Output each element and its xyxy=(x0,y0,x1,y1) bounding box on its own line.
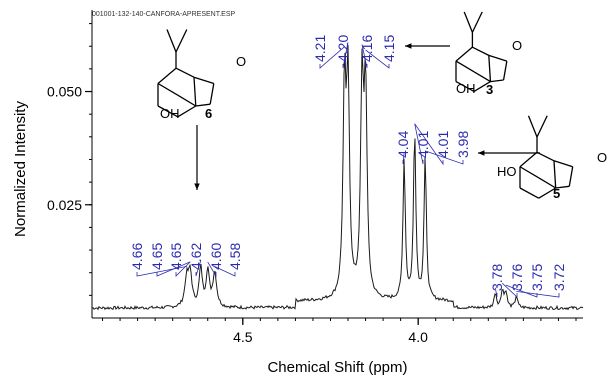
bond xyxy=(209,83,215,105)
bond xyxy=(519,187,540,199)
y-axis-label: Normalized Intensity xyxy=(12,101,29,237)
bond xyxy=(490,79,504,83)
bond xyxy=(568,166,574,187)
bond xyxy=(473,81,491,92)
bond xyxy=(455,46,473,62)
peak-leader-line xyxy=(195,260,202,277)
substituent-label: OH xyxy=(456,81,476,96)
bond xyxy=(553,160,557,189)
peak-leader-line xyxy=(516,291,560,298)
bond xyxy=(455,60,475,73)
peak-leader-line xyxy=(361,44,368,69)
bond xyxy=(175,67,195,78)
bond xyxy=(166,29,177,53)
peak-label: 4.04 xyxy=(395,131,411,158)
peak-leader-line xyxy=(494,287,498,298)
peak-label: 3.78 xyxy=(489,264,505,291)
bond xyxy=(193,76,214,85)
bond xyxy=(463,11,474,33)
peak-leader-line xyxy=(365,49,390,69)
peak-label: 4.01 xyxy=(435,131,451,158)
bond xyxy=(175,29,188,53)
peak-leader-line xyxy=(214,266,236,277)
peak-label: 4.65 xyxy=(168,243,184,270)
bond xyxy=(177,105,197,118)
ketone-o-6: O xyxy=(236,54,246,69)
arrow-compound-6-head xyxy=(194,183,200,190)
arrow-compound-5-head xyxy=(478,150,485,156)
peak-label: 4.20 xyxy=(335,35,351,62)
bond xyxy=(157,105,179,118)
file-label: 001001-132-140-CANFORA-APRESENT.ESP xyxy=(92,11,236,18)
bond xyxy=(471,11,483,33)
peak-label: 4.21 xyxy=(312,35,328,62)
bond xyxy=(536,151,555,162)
peak-label: 4.65 xyxy=(149,243,165,270)
x-tick-label: 4.5 xyxy=(233,329,253,345)
substituent-label: HO xyxy=(497,164,517,179)
bond xyxy=(555,185,570,189)
bond xyxy=(538,187,557,199)
peak-label: 4.16 xyxy=(359,35,375,62)
peak-label: 3.72 xyxy=(551,264,567,291)
bond xyxy=(502,60,508,81)
peak-label: 4.62 xyxy=(188,243,204,270)
peak-leader-line xyxy=(402,153,405,165)
y-tick-label: 0.050 xyxy=(47,84,82,100)
bond xyxy=(488,54,508,62)
bond xyxy=(473,71,491,83)
peak-label: 4.66 xyxy=(129,243,145,270)
ketone-o-3: O xyxy=(512,38,522,53)
compound-number: 6 xyxy=(205,106,212,121)
bond xyxy=(536,115,548,138)
peak-label: 4.01 xyxy=(415,131,431,158)
peak-leader-line xyxy=(319,46,345,69)
compound-5-structure xyxy=(519,115,574,199)
peak-leader-line xyxy=(425,150,464,165)
bond xyxy=(527,115,538,138)
bond xyxy=(157,67,177,84)
peak-label: 3.76 xyxy=(509,264,525,291)
bond xyxy=(553,160,573,168)
peak-leader-line xyxy=(342,42,349,69)
bond xyxy=(519,151,538,168)
bond xyxy=(195,103,211,107)
peak-leader-line xyxy=(136,266,187,277)
x-axis-label: Chemical Shift (ppm) xyxy=(267,359,407,375)
y-tick-label: 0.025 xyxy=(47,197,82,213)
peak-label: 3.98 xyxy=(455,131,471,158)
bond xyxy=(193,77,197,107)
compound-6-structure xyxy=(157,29,215,118)
spectrum-line xyxy=(91,44,584,311)
arrow-compound-3-head xyxy=(405,43,412,49)
peak-leader-line xyxy=(175,261,191,277)
bond xyxy=(472,46,490,56)
compound-3-structure xyxy=(455,11,508,93)
peak-leader-line xyxy=(207,261,217,278)
peak-label: 4.58 xyxy=(227,243,243,270)
peak-leader-line xyxy=(502,282,518,298)
x-tick-label: 4.0 xyxy=(408,329,428,345)
bond xyxy=(177,94,197,107)
bond xyxy=(519,166,540,179)
peak-leader-line xyxy=(414,123,444,166)
compound-number: 5 xyxy=(553,186,560,201)
bond xyxy=(157,82,179,96)
compound-number: 3 xyxy=(486,82,493,97)
peak-leader-line xyxy=(156,261,191,277)
bond xyxy=(538,177,557,189)
bond xyxy=(455,81,475,93)
ketone-o-5: O xyxy=(597,150,607,165)
peak-label: 4.15 xyxy=(381,35,397,62)
peak-label: 3.75 xyxy=(529,264,545,291)
peak-leader-line xyxy=(414,123,424,165)
substituent-label: OH xyxy=(160,106,180,121)
peak-label: 4.60 xyxy=(208,243,224,270)
bond xyxy=(488,55,492,82)
